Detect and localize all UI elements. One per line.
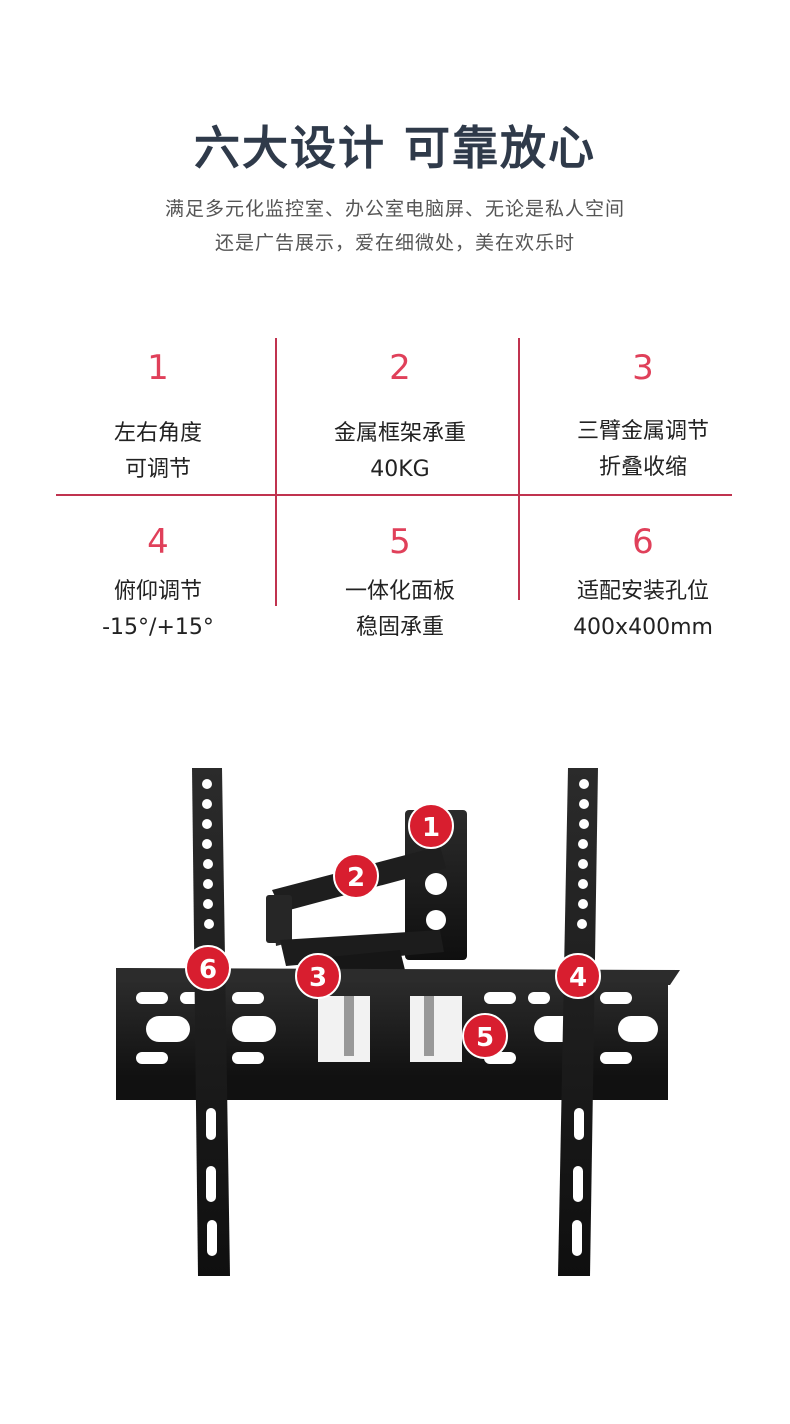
feature-badge-2: 2 <box>333 853 379 899</box>
feature-number: 3 <box>632 348 654 388</box>
tv-mount-illustration: 1 2 3 4 5 6 <box>116 768 680 1276</box>
feature-number: 2 <box>389 348 411 388</box>
feature-badge-5: 5 <box>462 1013 508 1059</box>
feature-detail: 折叠收缩 <box>598 455 687 480</box>
feature-number: 6 <box>632 522 654 562</box>
wall-plate <box>405 810 467 960</box>
left-vertical-rail <box>192 768 230 1276</box>
feature-number: 4 <box>147 522 169 562</box>
subtitle-line-2: 还是广告展示，爱在细微处，美在欢乐时 <box>214 232 575 254</box>
feature-cell: 5 一体化面板 稳固承重 <box>290 520 510 646</box>
feature-grid: 1 左右角度 可调节 2 金属框架承重 40KG 3 三臂金属调节 折叠收缩 4… <box>56 338 732 640</box>
grid-divider <box>56 494 732 496</box>
feature-label: 左右角度 <box>113 421 202 446</box>
feature-cell: 3 三臂金属调节 折叠收缩 <box>533 346 753 486</box>
grid-divider <box>275 338 277 606</box>
feature-detail: 稳固承重 <box>355 615 444 640</box>
feature-detail: -15°/+15° <box>102 615 214 640</box>
feature-badge-1: 1 <box>408 803 454 849</box>
feature-cell: 1 左右角度 可调节 <box>48 346 268 488</box>
right-vertical-rail <box>558 768 598 1276</box>
feature-detail: 可调节 <box>124 457 191 482</box>
feature-badge-3: 3 <box>295 953 341 999</box>
svg-text:2: 2 <box>347 863 365 893</box>
svg-text:1: 1 <box>422 813 440 843</box>
svg-text:4: 4 <box>569 963 587 993</box>
feature-label: 三臂金属调节 <box>576 419 709 444</box>
svg-text:5: 5 <box>476 1023 494 1053</box>
feature-detail: 40KG <box>370 457 430 482</box>
feature-cell: 2 金属框架承重 40KG <box>290 346 510 488</box>
feature-detail: 400x400mm <box>573 615 713 640</box>
page-title: 六大设计 可靠放心 <box>193 121 596 175</box>
svg-text:3: 3 <box>309 963 327 993</box>
feature-label: 一体化面板 <box>344 579 455 604</box>
feature-badge-6: 6 <box>185 945 231 991</box>
feature-number: 5 <box>389 522 411 562</box>
feature-number: 1 <box>147 348 169 388</box>
grid-divider <box>518 338 520 600</box>
feature-label: 适配安装孔位 <box>576 579 709 604</box>
feature-cell: 6 适配安装孔位 400x400mm <box>533 520 753 646</box>
feature-cell: 4 俯仰调节 -15°/+15° <box>48 520 268 646</box>
feature-label: 金属框架承重 <box>333 421 466 446</box>
feature-label: 俯仰调节 <box>113 579 202 604</box>
svg-text:6: 6 <box>199 955 217 985</box>
feature-badge-4: 4 <box>555 953 601 999</box>
subtitle-line-1: 满足多元化监控室、办公室电脑屏、无论是私人空间 <box>164 198 625 220</box>
